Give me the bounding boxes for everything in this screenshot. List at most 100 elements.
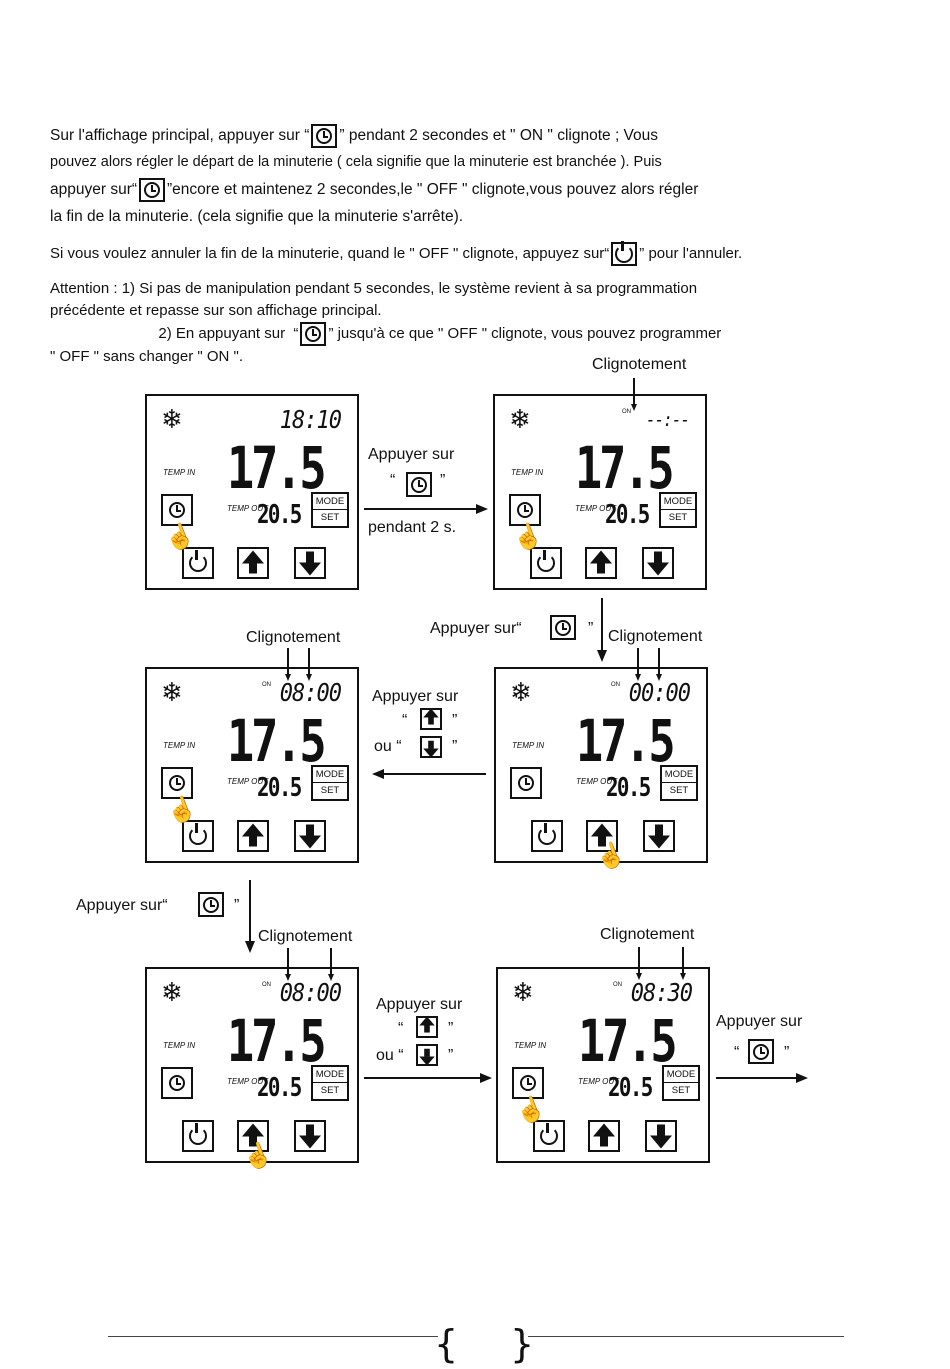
pointer-arrowhead-icon [680,973,686,980]
temp-in-value: 17.5 [227,1007,327,1075]
up-arrow-icon [416,1016,438,1038]
timer-button[interactable] [161,767,193,799]
quote-open: “ [162,897,168,914]
flow-arrow [716,1077,796,1079]
quote-close: ” [588,620,594,637]
mode-set-button[interactable]: MODE SET [660,765,698,801]
quote-open: “ [734,1044,740,1061]
up-arrow-icon [420,708,442,730]
or-label: ou “ [374,738,402,755]
set-label: SET [671,1085,691,1096]
text-line: 2) En appuyant sur “ [50,324,299,342]
flow-arrow [364,508,478,510]
degc-label: °C [658,735,671,747]
down-button[interactable] [294,547,326,579]
pointer-line [682,947,684,975]
text-line: " OFF " sans changer " ON ". [50,348,244,365]
arrowhead-down-icon [245,941,255,953]
thermostat-panel-5: ❄ ON 08:00 TEMP IN 17.5 °C TEMP OUT 20.5… [145,967,359,1174]
press-label: Appuyer sur [372,688,459,705]
temp-in-value: 17.5 [576,707,676,775]
footer-bracket-left-icon: { [434,1322,459,1366]
down-button[interactable] [294,820,326,852]
up-button[interactable] [586,820,618,852]
temp-out-value: 20.5 [257,773,302,803]
temp-out-value: 20.5 [257,500,302,530]
quote-open: “ [516,620,522,637]
timer-button[interactable] [509,494,541,526]
quote-close: ” [452,738,458,755]
arrowhead-down-icon [597,650,607,662]
icon-instruction: “ [390,472,395,490]
text-line: ” jusqu'à ce que " OFF " clignote, vous … [328,324,722,342]
power-button[interactable] [533,1120,565,1152]
power-button[interactable] [182,547,214,579]
up-button[interactable] [588,1120,620,1152]
text-line: appuyer sur“ [50,181,138,198]
power-button[interactable] [182,820,214,852]
down-arrow-icon [420,736,442,758]
pointer-arrowhead-icon [631,404,637,411]
temp-out-label: TEMP OUT [578,1077,620,1086]
up-button[interactable] [237,547,269,579]
text-line: la fin de la minuterie. (cela signifie q… [50,208,464,225]
footer-bracket-right-icon: } [510,1322,535,1366]
timer-clock-icon [198,892,224,917]
pointer-line [287,648,289,676]
hold-label: pendant 2 s. [368,519,457,536]
temp-out-label: TEMP OUT [227,504,269,513]
power-button[interactable] [530,547,562,579]
timer-button[interactable] [161,494,193,526]
pointer-line [638,947,640,975]
timer-button[interactable] [510,767,542,799]
clock-display: 08:00 [279,979,342,1008]
quote-close: ” [452,712,458,729]
text-line: Attention : 1) Si pas de manipulation pe… [50,280,698,297]
footer-rule-left [108,1336,438,1337]
down-button[interactable] [643,820,675,852]
pointer-line [633,378,635,406]
on-indicator: ON [262,982,271,988]
arrowhead-right-icon [480,1073,492,1083]
mode-label: MODE [662,767,696,783]
timer-button[interactable] [161,1067,193,1099]
quote-close: ” [448,1047,454,1064]
set-label: SET [669,785,689,796]
timer-button[interactable] [512,1067,544,1099]
icon-instruction: Appuyer sur“ [76,897,168,915]
finger-icon: ☝ [239,1138,277,1175]
press-label: Appuyer sur [368,446,455,463]
temp-out-value: 20.5 [608,1073,653,1103]
attention-paragraph: Attention : 1) Si pas de manipulation pe… [50,278,721,368]
temp-in-value: 17.5 [227,434,327,502]
down-button[interactable] [645,1120,677,1152]
power-button[interactable] [182,1120,214,1152]
up-button[interactable] [585,547,617,579]
intro-paragraph: Sur l'affichage principal, appuyer sur “… [50,122,698,230]
arrowhead-left-icon [372,769,384,779]
up-button[interactable] [237,1120,269,1152]
flow-arrow [364,1077,482,1079]
footer-rule-right [528,1336,844,1337]
temp-out-value: 20.5 [606,773,651,803]
power-button[interactable] [531,820,563,852]
set-label: SET [320,512,340,523]
down-button[interactable] [294,1120,326,1152]
press-label: Appuyer sur [76,897,163,914]
snowflake-icon: ❄ [161,677,183,707]
snowflake-icon: ❄ [161,977,183,1007]
cancel-paragraph: Si vous voulez annuler la fin de la minu… [50,240,742,267]
flow-arrow [601,598,603,650]
pointer-line [287,948,289,976]
clock-display: 00:00 [628,679,691,708]
press-label: Appuyer sur [376,996,463,1013]
up-button[interactable] [237,820,269,852]
temp-in-label: TEMP IN [163,741,196,750]
mode-label: MODE [313,767,347,783]
down-button[interactable] [642,547,674,579]
